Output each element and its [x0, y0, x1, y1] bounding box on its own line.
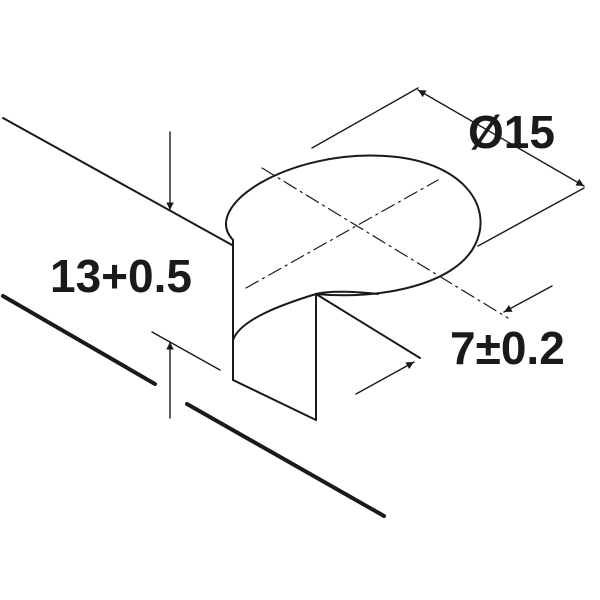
cylinder-body [225, 154, 482, 421]
depth-label: 13+0.5 [50, 250, 192, 302]
offset-label: 7±0.2 [450, 322, 565, 374]
panel-outline [1, 117, 386, 518]
depth-dimension [151, 131, 221, 419]
diameter-label: Ø15 [468, 106, 555, 158]
offset-dimension [355, 285, 553, 395]
center-lines [245, 167, 509, 319]
diameter-dimension [311, 87, 585, 247]
